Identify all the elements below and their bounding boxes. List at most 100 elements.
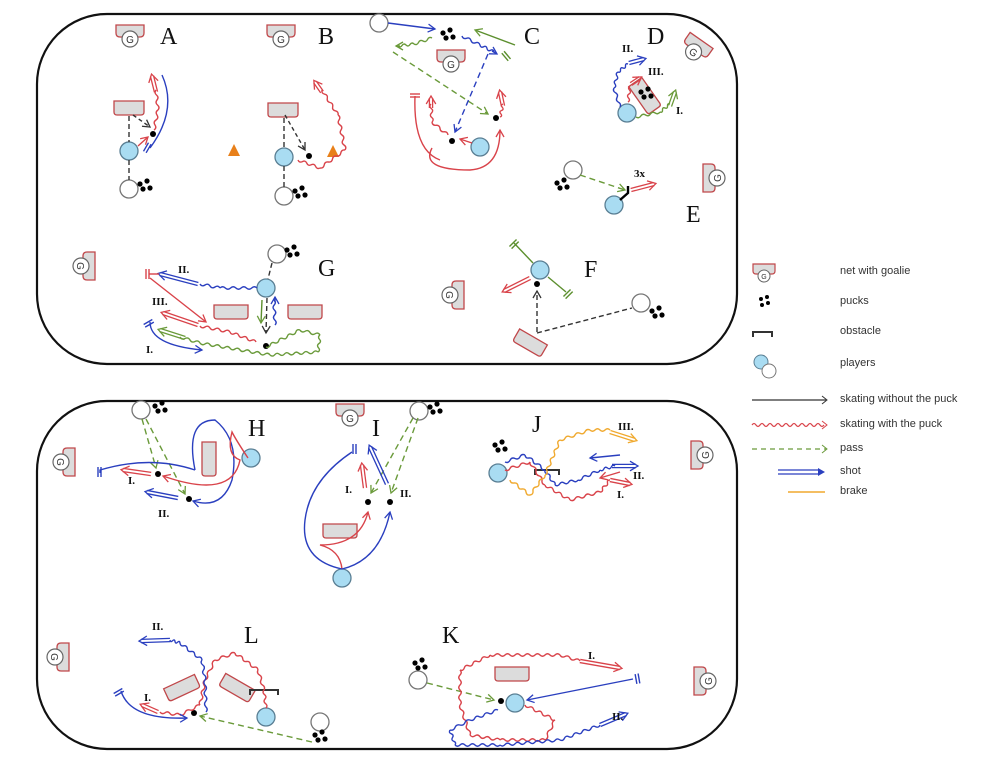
phase-label: III. xyxy=(618,421,634,433)
skating-with-puck-path xyxy=(204,659,216,681)
legend-item-pass: pass xyxy=(750,439,986,459)
obstacle-box xyxy=(494,666,530,682)
legend-item-skating-with-puck: skating with the puck xyxy=(750,415,986,435)
obstacle-icon xyxy=(750,322,830,342)
goalie-icon xyxy=(442,55,460,73)
player-blue xyxy=(256,278,276,298)
skating-with-puck-path xyxy=(429,103,434,123)
goalie-glyph: G xyxy=(126,35,134,46)
drill-label-a: A xyxy=(160,24,178,50)
shot-arrow xyxy=(357,461,369,489)
path-line xyxy=(284,114,306,152)
net-with-goalie: G xyxy=(690,440,714,470)
skating-with-puck-path xyxy=(448,729,457,746)
player-blue xyxy=(488,463,508,483)
path-line xyxy=(536,307,633,334)
shot-arrow xyxy=(612,460,640,472)
skating-with-puck-path xyxy=(559,724,601,742)
skating-with-puck-path xyxy=(659,103,671,113)
cone-icon xyxy=(327,145,339,157)
shot-arrow xyxy=(143,487,179,501)
obstacle-box xyxy=(219,672,257,703)
legend-label: pucks xyxy=(840,295,869,307)
skating-with-puck-path xyxy=(504,461,531,472)
player-white xyxy=(369,13,389,33)
path-line xyxy=(198,713,313,743)
goalie-glyph: G xyxy=(346,414,354,425)
goalie-icon xyxy=(441,286,459,304)
player-white xyxy=(119,179,139,199)
player-blue xyxy=(505,693,525,713)
skating-with-puck-path xyxy=(321,89,339,116)
skating-with-puck-path xyxy=(626,85,632,103)
skating-with-puck-path xyxy=(265,328,301,349)
path-line xyxy=(149,277,208,323)
pass-icon xyxy=(750,439,830,459)
path-line xyxy=(370,417,414,495)
skating-with-puck-path xyxy=(199,283,221,289)
svg-text:G: G xyxy=(761,274,766,281)
stop-mark xyxy=(142,142,152,154)
path-line xyxy=(619,186,630,201)
drill-label-e: E xyxy=(686,202,701,228)
path-line xyxy=(319,510,371,570)
skating-with-puck-path xyxy=(413,36,433,46)
path-line xyxy=(547,276,567,293)
drill-label-g: G xyxy=(318,256,335,282)
legend-label: skating with the puck xyxy=(840,418,943,430)
legend-label: obstacle xyxy=(840,325,881,337)
player-blue xyxy=(530,260,550,280)
skating-with-puck-path xyxy=(524,454,546,471)
skating-with-puck-path xyxy=(199,342,271,356)
skating-with-puck-path xyxy=(529,474,546,496)
player-white xyxy=(267,244,287,264)
net-with-goalie: G xyxy=(693,666,717,696)
net-icon xyxy=(683,31,714,58)
net-with-goalie-icon: G xyxy=(750,262,830,283)
top-rink xyxy=(35,12,739,366)
drill-label-l: L xyxy=(244,623,259,649)
skating-with-puck-path xyxy=(599,479,611,493)
shot-arrow xyxy=(630,180,658,193)
skating-with-puck-path xyxy=(297,159,321,170)
skating-with-puck-path xyxy=(179,336,201,344)
shot-arrow xyxy=(137,635,171,647)
goalie-icon xyxy=(72,257,90,275)
pucks-icon xyxy=(638,86,654,100)
obstacle-box xyxy=(162,673,201,702)
puck xyxy=(449,138,455,144)
net-with-goalie: G xyxy=(436,49,466,73)
shot-arrow xyxy=(156,326,186,341)
skating-with-puck-path xyxy=(469,708,499,722)
skating-with-puck-path xyxy=(200,659,207,681)
stop-mark xyxy=(113,687,125,697)
skating-with-puck-path xyxy=(272,299,277,326)
skating-with-puck-path xyxy=(635,111,661,119)
skating-with-puck-path xyxy=(154,89,160,111)
pucks-icon xyxy=(554,177,570,191)
path-line xyxy=(141,418,159,470)
skating-with-puck-path xyxy=(234,652,259,671)
path-line xyxy=(261,297,271,335)
shot-arrow xyxy=(609,477,634,489)
skating-with-puck-path xyxy=(599,464,616,472)
skating-with-puck-path xyxy=(459,654,491,672)
phase-label: III. xyxy=(152,296,168,308)
shot-arrow xyxy=(628,55,648,66)
puck xyxy=(191,710,197,716)
net-with-goalie: G xyxy=(266,24,296,48)
path-line xyxy=(267,262,273,280)
obstacle-box xyxy=(213,304,249,320)
phase-label: I. xyxy=(128,475,135,487)
path-line xyxy=(137,136,149,147)
puck xyxy=(534,281,540,287)
shot-arrow xyxy=(159,309,199,328)
shot-arrow xyxy=(313,79,324,94)
pucks-icon xyxy=(412,657,428,671)
goalie-glyph: G xyxy=(447,60,455,71)
pucks-icon xyxy=(649,305,665,319)
skating-with-puck-path xyxy=(499,738,561,747)
goalie-icon xyxy=(341,409,359,427)
path-line xyxy=(588,452,621,462)
drill-label-b: B xyxy=(318,24,334,50)
